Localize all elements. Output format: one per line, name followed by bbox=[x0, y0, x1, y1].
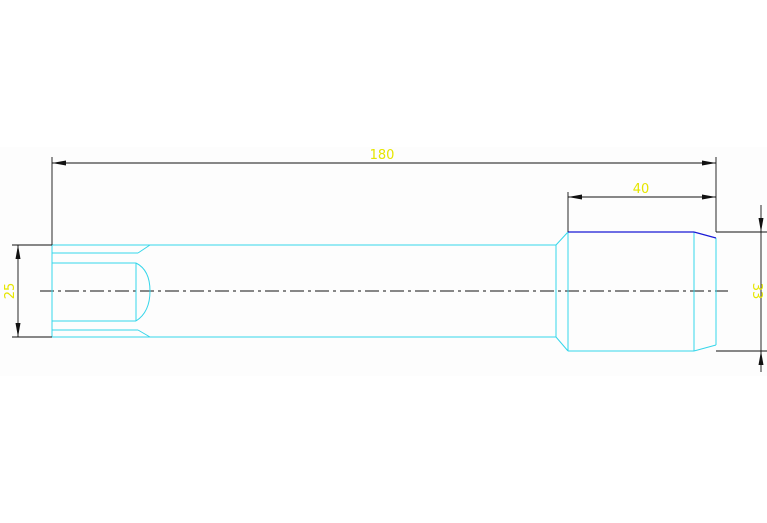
arrow-180-left bbox=[52, 160, 66, 166]
thread-bottom-chamfer bbox=[137, 329, 151, 338]
arrow-25-top bbox=[15, 245, 21, 259]
bore-drill-tip bbox=[135, 262, 151, 322]
head-top-chamfer bbox=[555, 231, 569, 246]
head-right-chamfer-bottom bbox=[693, 344, 717, 352]
dimension-label-25: 25 bbox=[3, 283, 18, 300]
head-top-highlight bbox=[568, 231, 717, 239]
dimension-overall-length: 180 bbox=[51, 148, 717, 245]
head-bottom-chamfer bbox=[555, 336, 569, 352]
dimension-label-180: 180 bbox=[370, 148, 395, 163]
dimension-head-diameter: 33 bbox=[716, 205, 767, 372]
dimension-head-length: 40 bbox=[567, 182, 716, 232]
dimension-label-33: 33 bbox=[749, 283, 764, 300]
thread-top-chamfer bbox=[137, 244, 151, 254]
arrow-40-left bbox=[568, 194, 582, 200]
arrow-25-bottom bbox=[15, 323, 21, 337]
part-outline bbox=[51, 231, 717, 352]
arrow-33-top bbox=[758, 218, 764, 232]
arrow-33-bottom bbox=[758, 351, 764, 365]
arrow-180-right bbox=[702, 160, 716, 166]
drawing-background-band bbox=[0, 147, 767, 376]
dimension-shank-diameter: 25 bbox=[3, 244, 52, 338]
arrow-40-right bbox=[702, 194, 716, 200]
head-right-chamfer-top bbox=[693, 231, 717, 239]
dimension-label-40: 40 bbox=[633, 182, 650, 197]
